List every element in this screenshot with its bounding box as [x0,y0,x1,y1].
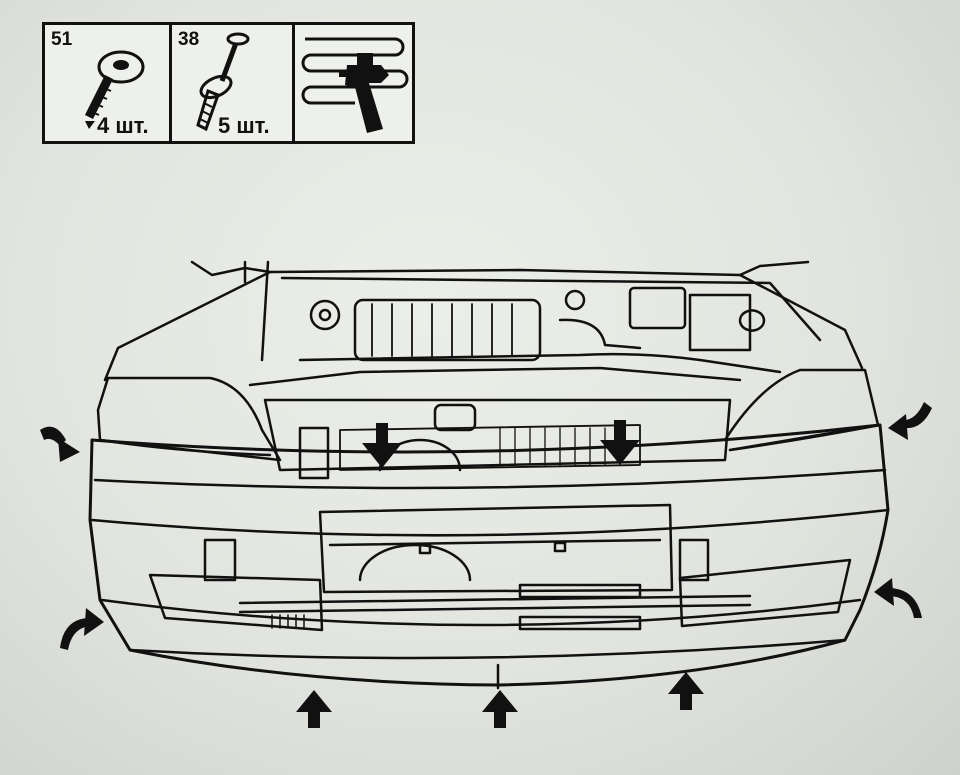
part-cell-rivet: 38 5 шт. [172,25,295,141]
part-cell-screw: 51 4 шт. [45,25,172,141]
part-cell-paint [295,25,412,141]
parts-strip: 51 4 шт. 38 [42,22,415,144]
arrow-down-left [362,423,402,468]
part-quantity: 4 шт. [97,113,149,138]
arrow-down-right [600,420,640,465]
flange-screw-icon [84,50,145,129]
part-code: 51 [51,29,73,50]
plastic-rivet-icon [196,32,250,132]
curved-arrow-lower-right [874,578,922,618]
curved-arrow-upper-left [40,426,80,462]
front-bumper [88,423,890,690]
part-quantity: 5 шт. [218,113,270,138]
arrow-up-left [296,690,332,728]
spray-paint-gun-icon [301,37,409,133]
engine-bay [103,260,864,387]
part-code: 38 [178,29,200,50]
arrow-up-right [668,672,704,710]
curved-arrow-upper-right [888,402,932,440]
grille-opening [263,398,732,480]
curved-arrow-lower-left [60,608,104,650]
arrow-up-center [482,690,518,728]
